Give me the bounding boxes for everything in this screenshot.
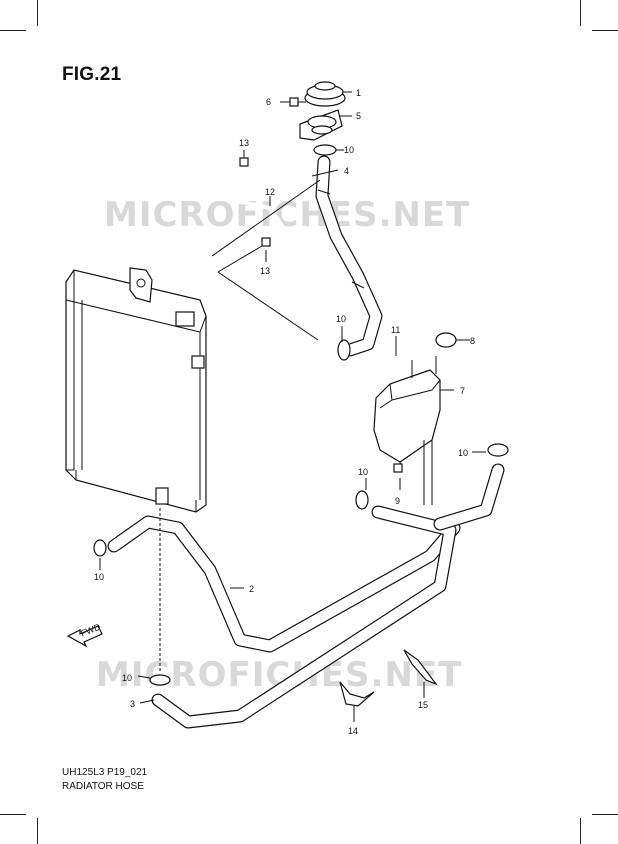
hose-lower-left [107, 515, 461, 653]
callout-14: 14 [348, 726, 358, 736]
crop-mark-br-h [592, 814, 618, 815]
hose-clamp-mid [337, 339, 351, 361]
callout-10-right: 10 [458, 448, 468, 458]
callout-10-mid: 10 [336, 314, 346, 324]
tank-bolt [393, 463, 403, 473]
callout-10-left: 10 [94, 572, 104, 582]
callout-9: 9 [395, 496, 400, 506]
callout-12: 12 [265, 187, 275, 197]
callout-leaders [99, 150, 486, 704]
figure-title: FIG.21 [62, 64, 122, 85]
callout-13-upper: 13 [239, 138, 249, 148]
callout-11: 11 [391, 325, 400, 335]
crop-mark-br-v [580, 818, 581, 844]
callout-4: 4 [344, 166, 349, 176]
callout-10-bottom: 10 [122, 673, 132, 683]
callout-13-lower: 13 [260, 266, 270, 276]
radiator [65, 267, 207, 513]
bolt [280, 97, 306, 107]
callout-7: 7 [460, 386, 465, 396]
hose-upper [315, 155, 383, 357]
callout-10-center: 10 [358, 467, 368, 477]
crop-mark-tr-h [592, 30, 618, 31]
crop-mark-tr-v [580, 0, 581, 26]
overflow-hose [313, 350, 401, 413]
radiator-cap [304, 81, 352, 107]
crop-mark-tl-v [37, 0, 38, 26]
reservoir-tank [373, 356, 441, 505]
callout-15: 15 [418, 700, 428, 710]
crop-mark-tl-h [0, 30, 26, 31]
hose-clamp-bottom [149, 674, 171, 686]
callout-2: 2 [249, 584, 254, 594]
hose-clamp-lower-center [355, 490, 369, 510]
hose-clamp-left [93, 539, 107, 557]
callout-8: 8 [470, 336, 475, 346]
hose-clamp-right [487, 443, 509, 457]
callout-5: 5 [356, 111, 361, 121]
figure-caption: RADIATOR HOSE [62, 781, 144, 792]
crop-mark-bl-v [37, 818, 38, 844]
callout-1: 1 [356, 88, 361, 98]
filler-neck [299, 109, 352, 141]
hose-right-riser [433, 463, 505, 531]
watermark-top: MICROFICHES.NET [104, 195, 470, 235]
hose-clamp-upper [313, 144, 344, 156]
hose-bracket-14 [339, 681, 375, 722]
callout-6: 6 [266, 97, 271, 107]
callout-10-upper: 10 [344, 145, 354, 155]
fwd-arrow-icon: FWD [66, 621, 103, 648]
breather-hose [211, 157, 321, 341]
hose-bracket-15 [403, 649, 438, 698]
reference-code: UH125L3 P19_021 [62, 767, 148, 778]
reservoir-cap [435, 332, 470, 348]
callout-3: 3 [130, 699, 135, 709]
crop-mark-bl-h [0, 814, 26, 815]
